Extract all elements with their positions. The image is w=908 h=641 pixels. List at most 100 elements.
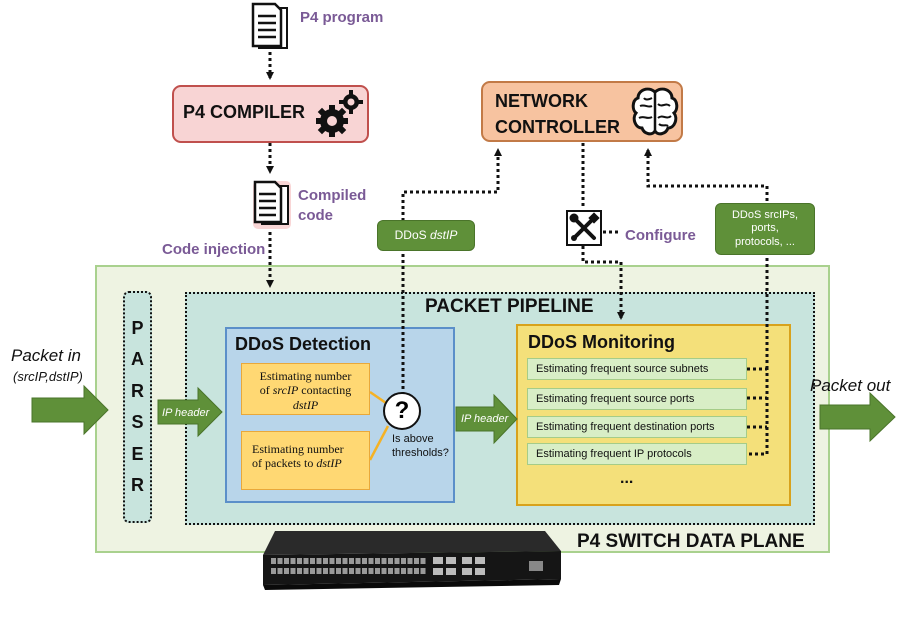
switch-port (368, 558, 374, 564)
switch-port (329, 568, 335, 574)
switch-port (303, 558, 309, 564)
threshold-line: thresholds? (392, 446, 449, 459)
brain-icon (630, 86, 680, 138)
switch-port (323, 568, 328, 574)
switch-port (310, 558, 315, 564)
network-controller-label: NETWORK CONTROLLER (495, 88, 620, 140)
ddos-srcips-line: DDoS srcIPs, (731, 209, 798, 222)
switch-port (336, 558, 341, 564)
network-switch-icon (253, 527, 563, 591)
switch-port (336, 568, 341, 574)
ddos-dstip-tag: DDoS dstIP (377, 220, 475, 251)
switch-port (310, 568, 315, 574)
estimator-text: Estimating number (252, 442, 344, 456)
packet-count-estimator: Estimating number of packets to dstIP (241, 431, 370, 490)
p4-compiler-label: P4 COMPILER (183, 102, 306, 122)
packet-in-fields: (srcIP,dstIP) (13, 369, 83, 384)
packet-out-label: Packet out (810, 376, 891, 395)
switch-port (297, 568, 302, 574)
estimator-text: dstIP (316, 456, 342, 471)
switch-port (271, 558, 276, 564)
switch-port (284, 558, 289, 564)
code-injection-label: Code injection (162, 241, 266, 258)
configure-label: Configure (625, 227, 696, 244)
switch-port (420, 568, 426, 574)
switch-port (414, 558, 419, 564)
switch-port (375, 558, 380, 564)
switch-port (271, 568, 276, 574)
parser-letter: R (131, 380, 144, 401)
ddos-detection-title: DDoS Detection (235, 334, 372, 354)
switch-port (381, 568, 387, 574)
switch-port (284, 568, 289, 574)
monitor-item-source-ports: Estimating frequent source ports (527, 388, 747, 410)
packet-pipeline-label: PACKET PIPELINE (425, 296, 594, 317)
parser-letter: S (131, 412, 144, 433)
estimator-text: Estimating number (259, 369, 352, 383)
threshold-line: Is above (392, 433, 434, 445)
switch-port (394, 558, 400, 564)
network-controller-line: NETWORK (495, 91, 588, 111)
switch-port (342, 568, 348, 574)
switch-port (303, 568, 309, 574)
switch-port (277, 558, 283, 564)
switch-port (381, 558, 387, 564)
estimator-text: of (259, 383, 273, 398)
switch-port (368, 568, 374, 574)
switch-port (323, 558, 328, 564)
switch-port (290, 558, 296, 564)
document-icon (251, 2, 291, 52)
switch-port (394, 568, 400, 574)
switch-port (362, 568, 367, 574)
switch-port (297, 558, 302, 564)
switch-port (277, 568, 283, 574)
switch-port (316, 558, 322, 564)
switch-port (342, 558, 348, 564)
packet-in-label: Packet in (11, 346, 81, 365)
parser-letter: E (131, 443, 144, 464)
ip-header-label-left: IP header (162, 407, 210, 419)
parser-letter: A (131, 349, 144, 370)
estimator-text: dstIP (292, 397, 319, 412)
threshold-text: Is above thresholds? (392, 433, 449, 461)
ddos-dstip-italic: dstIP (429, 228, 458, 243)
monitor-item-source-subnets: Estimating frequent source subnets (527, 358, 747, 380)
ddos-srcips-line: protocols, ... (735, 235, 795, 248)
parser-letter: P (131, 317, 144, 338)
switch-port (290, 568, 296, 574)
estimator-text: contacting (298, 383, 352, 398)
ddos-srcips-tag: DDoS srcIPs, ports, protocols, ... (715, 203, 815, 255)
ddos-dstip-text: DDoS (394, 228, 430, 243)
switch-port (316, 568, 322, 574)
switch-port (388, 568, 393, 574)
switch-port (355, 558, 361, 564)
parser-letter: R (131, 475, 144, 496)
switch-port (388, 558, 393, 564)
p4-program-label: P4 program (300, 9, 384, 26)
compiled-code-icon (250, 178, 294, 232)
estimator-text: srcIP (272, 383, 299, 398)
compiled-code-line: code (298, 207, 334, 225)
switch-port (362, 558, 367, 564)
switch-port (414, 568, 419, 574)
parser-block: P A R S E R (123, 291, 152, 523)
compiled-code-line: Compiled (298, 187, 367, 204)
srcip-count-estimator: Estimating number of srcIP contacting ds… (241, 363, 370, 415)
ddos-srcips-line: ports, (751, 222, 779, 235)
question-icon: ? (383, 392, 421, 430)
switch-port (349, 558, 354, 564)
switch-port (407, 558, 413, 564)
monitor-item-ip-protocols: Estimating frequent IP protocols (527, 443, 747, 465)
switch-port (355, 568, 361, 574)
switch-port (349, 568, 354, 574)
ddos-monitoring-title: DDoS Monitoring (528, 332, 675, 352)
switch-port (401, 568, 406, 574)
switch-port (420, 558, 426, 564)
compiled-code-label: Compiled code (298, 186, 366, 227)
network-controller-line: CONTROLLER (495, 117, 620, 138)
packet-out-arrow (819, 391, 896, 443)
gears-icon (314, 89, 364, 139)
tools-icon (566, 210, 602, 246)
estimator-text: of packets to (252, 456, 317, 471)
data-plane-label: P4 SWITCH DATA PLANE (577, 531, 805, 552)
